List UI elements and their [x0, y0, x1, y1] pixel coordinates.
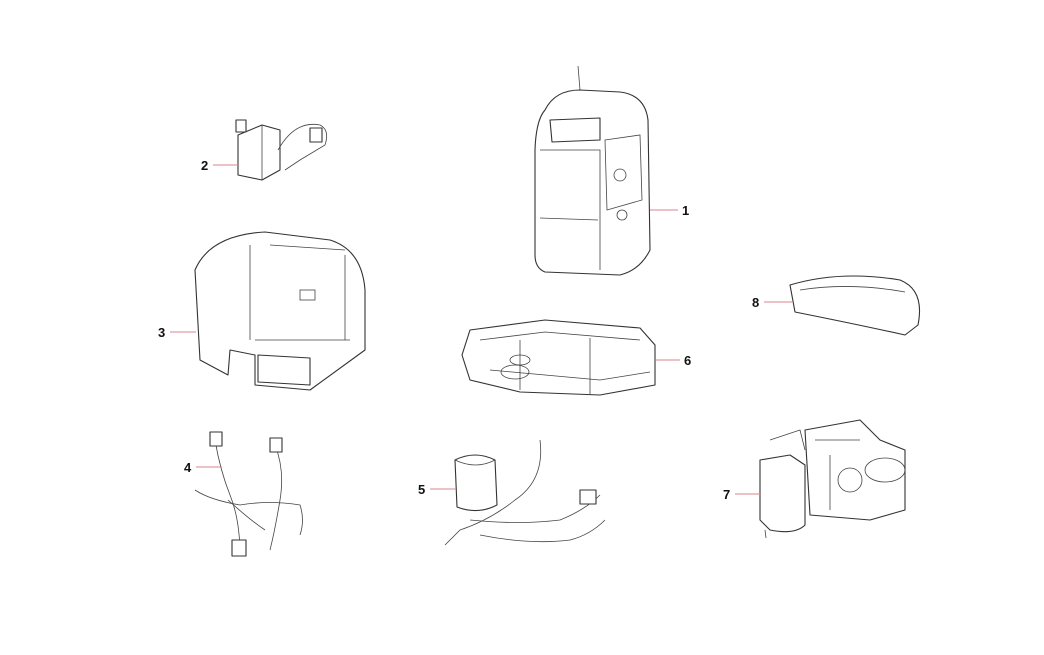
callout-1: 1	[682, 203, 689, 218]
callout-3: 3	[158, 325, 165, 340]
part-2-control-box[interactable]	[235, 119, 328, 181]
part-7-engine-assembly[interactable]	[759, 419, 906, 539]
part-8-panel[interactable]	[789, 275, 921, 336]
callout-4: 4	[184, 460, 192, 475]
callout-7: 7	[723, 487, 730, 502]
callout-6: 6	[684, 353, 691, 368]
callout-8: 8	[752, 295, 759, 310]
callout-5: 5	[418, 482, 425, 497]
callout-2: 2	[201, 158, 208, 173]
part-5-harness-box[interactable]	[444, 439, 606, 546]
part-1-cab[interactable]	[534, 65, 651, 276]
leader-lines	[170, 164, 792, 495]
part-4-wiring-harness[interactable]	[194, 431, 303, 557]
part-6-base-frame[interactable]	[461, 319, 656, 396]
part-3-frame[interactable]	[194, 231, 366, 391]
